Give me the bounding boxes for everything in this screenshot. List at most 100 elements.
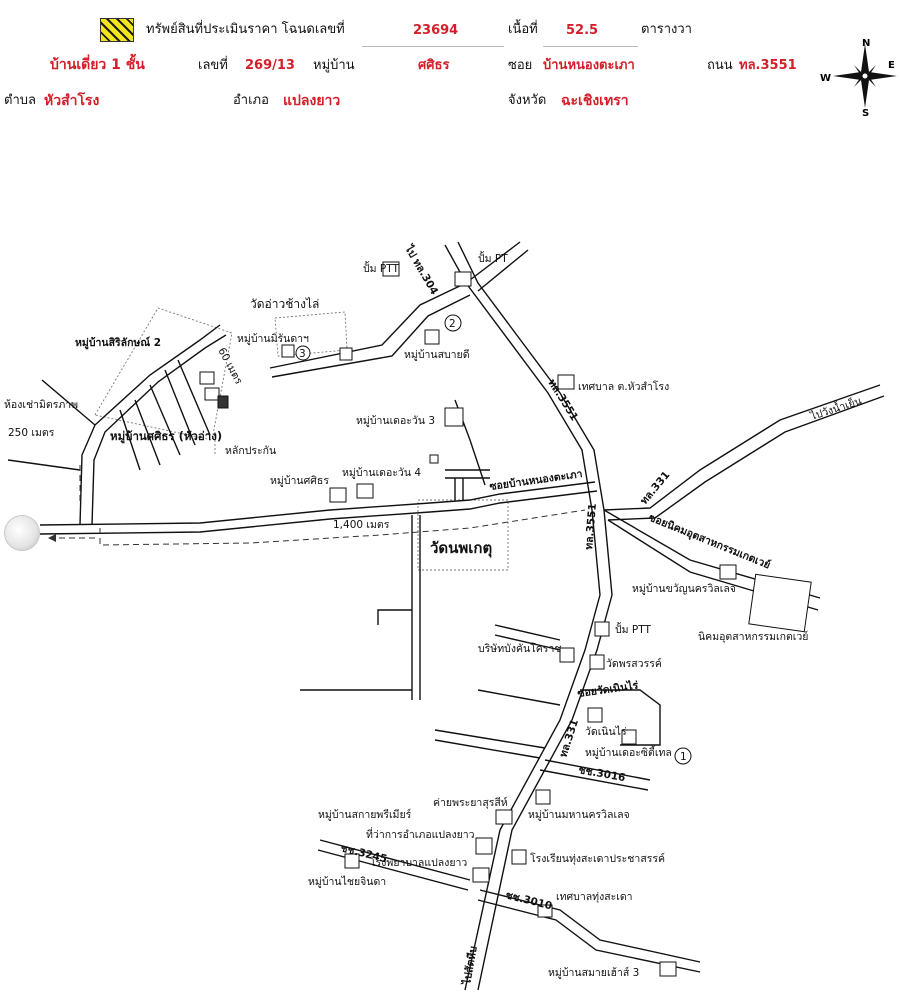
compass-n: N [862, 38, 870, 49]
house-b [204, 387, 220, 401]
road-3551-a [444, 244, 601, 991]
label-v-the-city: หมู่บ้านเดอะซิตี้เทล [585, 745, 672, 759]
road-3016-east [539, 759, 651, 791]
label-v-mirandas: หมู่บ้านมิรันดาฯ [237, 333, 309, 345]
road-wat-noen-west [477, 689, 561, 706]
tambon-label: ตำบล [4, 93, 36, 108]
bldg-company [559, 647, 575, 663]
bldg-sabaidee [424, 329, 440, 345]
label-v-sabaidee: หมู่บ้านสบายดี [404, 348, 470, 361]
amphoe-name: แปลงยาว [283, 93, 341, 109]
road-label-3551-b: ทล.3551 [583, 503, 599, 550]
road-grid-north [445, 469, 490, 500]
binder-hole [4, 515, 40, 551]
ptt-station-1 [382, 261, 400, 277]
road-soi-nongtaphao-a [39, 481, 596, 526]
road-wat-noen-east [580, 689, 661, 746]
bldg-the-city [621, 729, 637, 745]
distance-1400m: 1,400 เมตร [333, 519, 390, 531]
bldg-chaicharoen [344, 853, 360, 869]
distance-60m: 60 เมตร [215, 346, 244, 387]
house-number: 269/13 [245, 58, 295, 73]
bldg-ptt-2 [594, 621, 610, 637]
marker-3: 3 [299, 348, 306, 360]
label-v-sakai: หมู่บ้านสกายพรีเมียร์ [318, 808, 412, 821]
subject-asset-marker [217, 395, 229, 409]
road-subject-lanes [119, 359, 211, 471]
road-name: ทล.3551 [739, 58, 797, 73]
bldg-sasithorn [329, 487, 347, 503]
label-muni-thungsadao: เทศบาลทุ่งสะเดา [556, 891, 633, 903]
road-label-to-sattahip: ไปสัตหีบ [460, 945, 480, 987]
bldg-mahanakorn [535, 789, 551, 805]
label-pump-pt: ปั้ม PT [478, 251, 508, 265]
label-camp: ค่ายพระยาสุรสีห์ [433, 796, 508, 809]
label-v-sasithorn: หมู่บ้านศศิธร [270, 475, 329, 487]
compass-w: W [820, 73, 831, 84]
road-soi-nongtaphao-b [39, 490, 598, 535]
label-company: บริษัทบังคันโคราช [478, 642, 561, 655]
area-label: เนื้อที่ [508, 22, 538, 37]
bldg-thevarin4 [356, 483, 374, 499]
label-ptt-1: ปั้ม PTT [363, 261, 399, 275]
label-lab: ห้องเช่ามิตรภาพ [4, 399, 78, 411]
road-3551-b [457, 241, 613, 991]
house-a [199, 371, 215, 385]
label-v-mahanakorn: หมู่บ้านมหานครวิลเลจ [528, 809, 630, 821]
road-label: ถนน [707, 58, 733, 73]
label-v-chaicharoen: หมู่บ้านไชยจินดา [308, 875, 386, 888]
label-v-thevarin4: หมู่บ้านเดอะวัน 4 [342, 467, 421, 479]
label-landmark: หลักประกัน [225, 445, 276, 457]
label-school: โรงเรียนทุ่งสะเดาประชาสรรค์ [530, 852, 665, 865]
tambon-name: หัวสำโรง [44, 93, 100, 109]
map-header: ทรัพย์สินที่ประเมินราคา โฉนดเลขที่ 23694… [0, 0, 900, 120]
label-v-sasithorn-subject: หมู่บ้านศศิธร (หัวอ่าง) [110, 429, 222, 444]
road-company [494, 624, 561, 651]
bldg-mirandas [339, 347, 353, 361]
label-wat-noen: วัดเนินไร่ [585, 725, 627, 738]
bldg-wat-phon [589, 654, 605, 670]
bldg-hospital [472, 867, 490, 883]
road-label-to-304: ไป ทล.304 [402, 242, 441, 297]
road-label-industrial-soi: ซอยนิคมอุตสาหกรรมเกตเวย์ [647, 511, 773, 573]
province-label: จังหวัด [508, 93, 547, 108]
asset-legend-swatch [100, 18, 134, 42]
road-west-north-a [269, 282, 467, 369]
road-west-stub [7, 459, 81, 471]
label-district-office: ที่ว่าการอำเภอแปลงยาว [366, 827, 475, 841]
marker-2: 2 [449, 318, 456, 330]
bldg-school [511, 849, 527, 865]
house-no-label: เลขที่ [198, 58, 228, 73]
distance-250m: 250 เมตร [8, 427, 55, 439]
label-muni-huasamrong: เทศบาล ต.หัวสำโรง [578, 380, 669, 393]
label-v-samai3: หมู่บ้านสมายเฮ้าส์ 3 [548, 966, 639, 979]
soi-label: ซอย [508, 58, 533, 73]
village-name: ศศิธร [418, 58, 450, 73]
bldg-muni-thungsadao [537, 904, 553, 918]
road-subject-main-a [79, 324, 221, 526]
label-ptt-2: ปั้ม PTT [615, 622, 651, 636]
label-v-thevarin3: หมู่บ้านเดอะวัน 3 [356, 415, 435, 427]
road-northeast-a [465, 241, 521, 284]
road-west-north-b [271, 294, 471, 378]
road-3010 [477, 889, 701, 973]
bldg-mirandas-2 [281, 344, 295, 358]
deed-number: 23694 [413, 23, 459, 38]
soi-name: บ้านหนองตะเภา [543, 58, 635, 73]
road-label-to-wangnamyen: ไปวังน้ำเย็น [808, 393, 864, 423]
road-northeast-b [477, 249, 529, 292]
bldg-small [429, 454, 439, 464]
road-3016-west [434, 729, 546, 759]
road-331-east-a [603, 384, 881, 511]
compass-rose-icon: N W E S [820, 38, 897, 116]
bldg-khwanchai [719, 564, 737, 580]
label-v-sirilak2: หมู่บ้านสิริลักษณ์ 2 [75, 336, 161, 350]
label-hospital: โรงพยาบาลแปลงยาว [370, 856, 467, 869]
compass-s: S [862, 108, 869, 116]
bldg-wat-noen [587, 707, 603, 723]
road-subject-main-b [91, 334, 227, 526]
province-name: ฉะเชิงเทรา [561, 93, 629, 109]
area-unit: ตารางวา [641, 22, 692, 37]
label-wat-phaket: วัดนพเกตุ [430, 539, 492, 558]
bldg-district-office [475, 837, 493, 855]
